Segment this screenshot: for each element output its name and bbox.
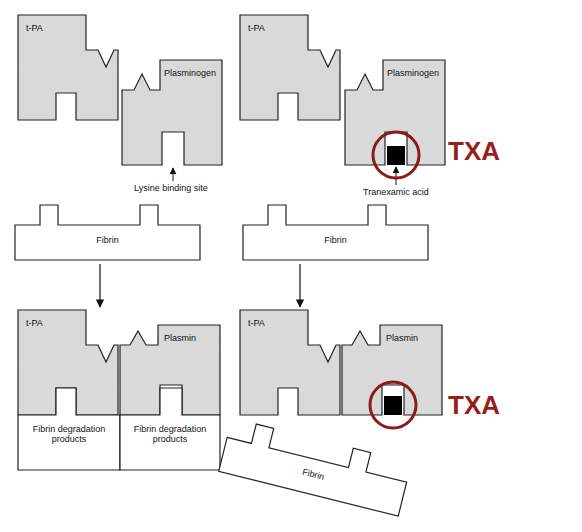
shape-path	[219, 418, 412, 516]
process-arrow	[299, 264, 300, 307]
zymogen-shape: Plasminogen	[345, 60, 445, 165]
shape-label: Plasmin	[386, 333, 440, 343]
shape-outline	[243, 205, 428, 260]
shape-label: Plasminogen	[164, 68, 220, 78]
fragment-shape: Fibrin degradation products	[120, 388, 220, 470]
txa-label: TXA	[448, 390, 500, 421]
shape-path	[18, 15, 118, 120]
drug-label: Tranexamic acid	[363, 187, 429, 197]
shape-label: Fibrin degradation products	[124, 424, 216, 445]
shape-path	[18, 388, 120, 470]
shape-label: Fibrin	[243, 235, 428, 245]
enzyme-shape: t-PA	[240, 15, 340, 120]
process-arrow	[99, 264, 100, 307]
fibrin-shape: Fibrin	[15, 205, 200, 260]
enzyme-shape: t-PA	[18, 15, 118, 120]
shape-outline	[15, 205, 200, 260]
shape-path	[15, 205, 200, 260]
fibrin-shape: Fibrin	[243, 205, 428, 260]
shape-label: Fibrin	[15, 235, 200, 245]
shape-label: Plasminogen	[387, 68, 443, 78]
shape-path	[122, 60, 222, 165]
shape-label: Fibrin degradation products	[22, 424, 116, 445]
leader-arrow	[396, 167, 397, 185]
shape-label: Plasmin	[164, 333, 218, 343]
shape-label: t-PA	[26, 23, 84, 33]
fragment-shape: Fibrin degradation products	[18, 388, 120, 470]
fibrin-shape: Fibrin	[219, 418, 412, 516]
txa-block	[387, 146, 405, 165]
shape-path	[342, 325, 442, 415]
shape-label: t-PA	[248, 23, 306, 33]
shape-path	[120, 388, 220, 470]
enzyme-shape: t-PA	[240, 310, 340, 415]
shape-path	[345, 60, 445, 165]
zymogen-shape: Plasminogen	[122, 60, 222, 165]
shape-outline	[219, 418, 412, 516]
shape-label: t-PA	[26, 318, 84, 328]
shape-path	[243, 205, 428, 260]
txa-label: TXA	[448, 136, 500, 167]
txa-block	[384, 396, 402, 415]
site-label: Lysine binding site	[134, 183, 208, 193]
shape-path	[240, 310, 340, 415]
shape-label: t-PA	[248, 318, 306, 328]
leader-arrow	[173, 168, 174, 181]
enzyme-shape: Plasmin	[342, 325, 442, 415]
shape-path	[240, 15, 340, 120]
